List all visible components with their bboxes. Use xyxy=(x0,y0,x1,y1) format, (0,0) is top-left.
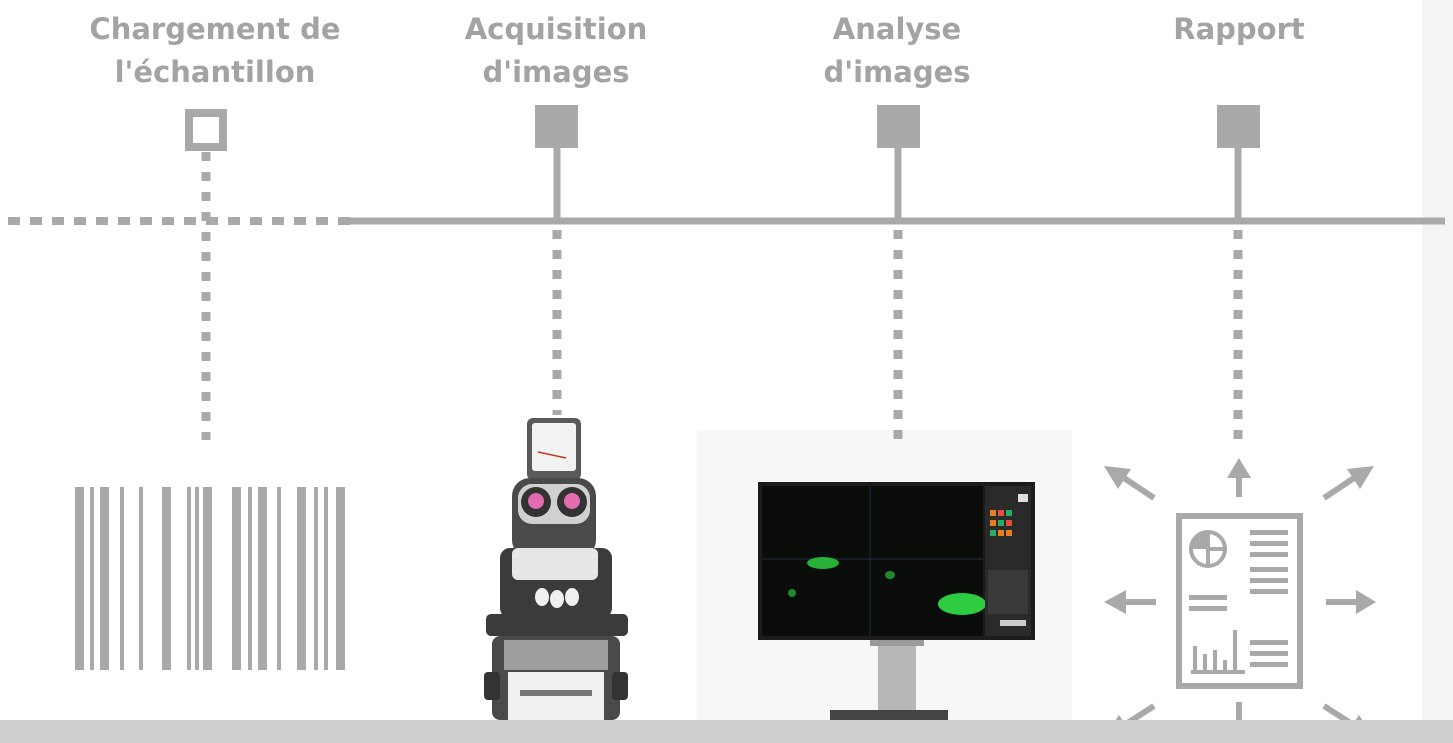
step-marker-report xyxy=(1217,105,1260,440)
step-marker-image-acquisition xyxy=(535,105,578,415)
arrow-right-head xyxy=(1356,590,1376,614)
microscope-icon xyxy=(484,418,628,720)
step-label-line: Rapport xyxy=(1173,12,1305,46)
arrow-up-right-icon xyxy=(1322,475,1356,501)
hollow-square-marker xyxy=(185,109,227,151)
step-label-sample-loading: Chargement de l'échantillon xyxy=(65,8,365,94)
step-label-line: Acquisition xyxy=(464,12,648,46)
arrow-left-head xyxy=(1104,590,1126,614)
step-label-line: Analyse xyxy=(832,12,962,46)
arrow-up-left-icon xyxy=(1122,475,1156,501)
filled-square-marker xyxy=(877,105,920,148)
right-margin-strip xyxy=(1422,0,1453,743)
step-label-image-analysis: Analyse d'images xyxy=(747,8,1047,94)
monitor-icon xyxy=(758,482,1035,720)
step-label-line: d'images xyxy=(823,55,971,89)
step-marker-image-analysis xyxy=(877,105,920,440)
barcode-icon xyxy=(75,487,345,670)
step-label-image-acquisition: Acquisition d'images xyxy=(406,8,706,94)
filled-square-marker xyxy=(535,105,578,148)
step-label-line: d'images xyxy=(482,55,630,89)
step-label-line: l'échantillon xyxy=(114,55,316,89)
arrow-up-right-head xyxy=(1347,466,1374,489)
step-marker-sample-loading xyxy=(185,109,227,440)
step-label-line: Chargement de xyxy=(89,12,341,46)
arrow-up-left-head xyxy=(1104,466,1131,489)
arrow-up-head xyxy=(1227,458,1251,478)
filled-square-marker xyxy=(1217,105,1260,148)
step-label-report: Rapport xyxy=(1089,8,1389,51)
report-document-icon xyxy=(1176,513,1303,689)
floor-bar xyxy=(0,720,1453,743)
